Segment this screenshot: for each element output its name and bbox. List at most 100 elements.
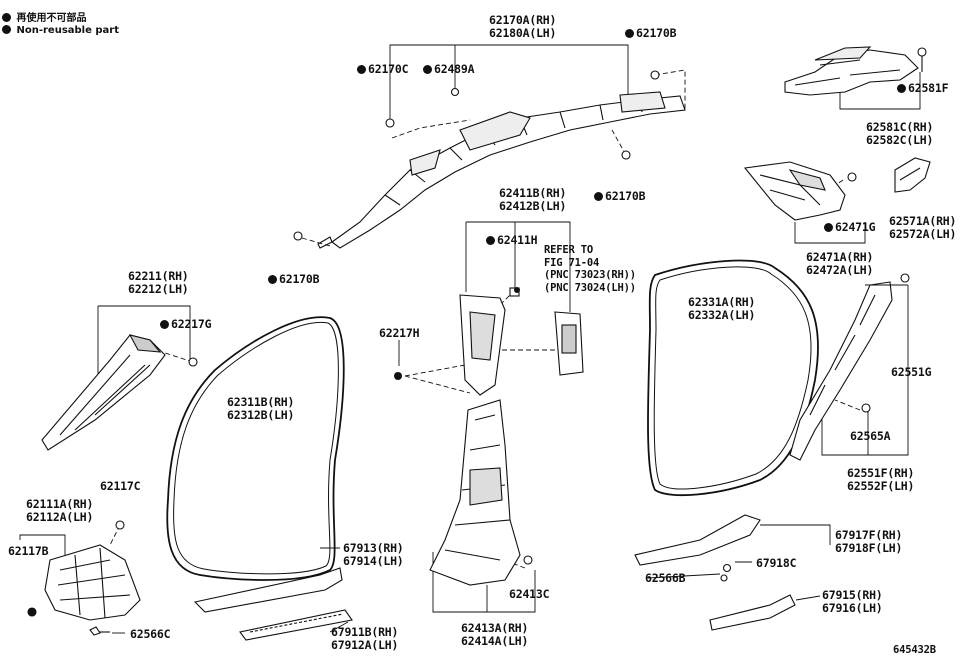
callout-62571A: 62571A(RH)62572A(LH) (889, 215, 956, 240)
callout-line: 62111A(RH) (26, 497, 94, 511)
callout-62413C: 62413C (509, 587, 550, 601)
callout-67918C: 67918C (756, 557, 797, 570)
small-cover-shape (894, 157, 931, 193)
callout-67911B: 67911B(RH)67912A(LH) (331, 626, 398, 651)
callout-62581C: 62581C(RH)62582C(LH) (866, 121, 933, 146)
callout-text: 62565A (850, 429, 891, 443)
legend-item-ja: 再使用不可部品 (2, 9, 86, 24)
callout-text: 62170B (636, 26, 677, 40)
callout-line: 67915(RH) (822, 588, 883, 602)
upper-garnish-shape (784, 46, 927, 96)
callout-text: 62581F (908, 81, 949, 95)
non-reusable-dot-icon (625, 29, 634, 38)
non-reusable-dot-icon (268, 275, 277, 284)
callout-62551G: 62551G (891, 365, 932, 379)
callout-62471G: 62471G (824, 221, 876, 234)
non-reusable-dot-icon (2, 25, 11, 34)
callout-62217H: 62217H (379, 326, 420, 340)
non-reusable-dot-icon (160, 320, 169, 329)
callout-line: 62180A(LH) (489, 25, 557, 40)
curtain-airbag-shape (293, 70, 686, 249)
non-reusable-dot-icon (486, 236, 495, 245)
callout-text: 62117B (8, 544, 49, 558)
callout-62566B: 62566B (645, 571, 686, 585)
callout-text: 62489A (434, 62, 475, 76)
callout-line: 62551F(RH) (847, 466, 915, 480)
callout-line: 62414A(LH) (461, 633, 529, 648)
callout-62117C: 62117C (100, 479, 141, 493)
callout-62170B-top: 62170B (625, 26, 677, 40)
callout-62551F: 62551F(RH)62552F(LH) (847, 467, 914, 492)
callout-62111A: 62111A(RH)62112A(LH) (26, 498, 93, 523)
callout-line: 62572A(LH) (889, 226, 957, 241)
non-reusable-dot-icon (897, 84, 906, 93)
pillar-upper-garnish-shape (459, 287, 584, 396)
callout-line: 62411B(RH) (499, 186, 567, 200)
callout-line: 67912A(LH) (331, 637, 399, 652)
callout-62331A: 62331A(RH)62332A(LH) (688, 296, 755, 321)
callout-line: 62571A(RH) (889, 214, 957, 228)
callout-line: 67917F(RH) (835, 528, 903, 542)
front-weatherstrip-shape (166, 316, 345, 581)
callout-62566C: 62566C (130, 628, 171, 641)
callout-text: 62117C (100, 479, 141, 493)
legend-text-en: Non-reusable part (16, 25, 119, 36)
callout-62581F: 62581F (897, 81, 949, 95)
callout-62311B: 62311B(RH)62312B(LH) (227, 396, 294, 421)
callout-62489A: 62489A (423, 62, 475, 76)
clip-markers (394, 287, 520, 380)
callout-text: 62170C (368, 62, 409, 76)
callout-62413A: 62413A(RH)62414A(LH) (461, 622, 528, 647)
callout-62411B: 62411B(RH)62412B(LH) (499, 187, 566, 212)
callout-line: 62312B(LH) (227, 407, 295, 422)
callout-line: 62212(LH) (128, 281, 189, 296)
callout-text: 62551G (891, 365, 932, 379)
pillar-lower-garnish-shape (429, 399, 533, 586)
callout-62170B-left: 62170B (268, 272, 320, 286)
callout-text: 62413C (509, 587, 550, 601)
non-reusable-dot-icon (357, 65, 366, 74)
callout-line: 62412B(LH) (499, 198, 567, 213)
legend-item-en: Non-reusable part (2, 25, 119, 36)
callout-line: 62582C(LH) (866, 132, 934, 147)
callout-67913: 67913(RH)67914(LH) (343, 542, 404, 567)
callout-67917F: 67917F(RH)67918F(LH) (835, 529, 902, 554)
legend-text-ja: 再使用不可部品 (16, 13, 87, 24)
callout-line: 67918F(LH) (835, 540, 903, 555)
callout-67915: 67915(RH)67916(LH) (822, 589, 883, 614)
non-reusable-dot-icon (824, 223, 833, 232)
non-reusable-dot-icon (2, 13, 11, 22)
callout-line: 62413A(RH) (461, 621, 529, 635)
callout-text: 62566B (645, 571, 686, 585)
callout-62211: 62211(RH)62212(LH) (128, 270, 189, 295)
callout-text: 62170B (279, 272, 320, 286)
callout-text: 62411H (497, 233, 538, 247)
callout-line: 62112A(LH) (26, 509, 94, 524)
callout-62117B: 62117B (8, 544, 49, 558)
callout-line: 67916(LH) (822, 600, 883, 615)
callout-62170C: 62170C (357, 62, 409, 76)
refer-line: (PNC 73024(LH)) (544, 281, 636, 294)
callout-line: 62211(RH) (128, 269, 189, 283)
non-reusable-dot-icon (594, 192, 603, 201)
callout-text: 62217G (171, 317, 212, 331)
callout-line: 62581C(RH) (866, 120, 934, 134)
callout-62471A: 62471A(RH)62472A(LH) (806, 251, 873, 276)
refer-line: REFER TO (544, 244, 593, 256)
leader-lines (19, 44, 921, 613)
figure-id-text: 645432B (893, 644, 936, 656)
callout-line: 62472A(LH) (806, 262, 874, 277)
refer-line: (PNC 73023(RH)) (544, 269, 636, 281)
callout-text: 62170B (605, 189, 646, 203)
callout-line: 62552F(LH) (847, 478, 915, 493)
callout-line: 67914(LH) (343, 553, 404, 568)
quarter-trim-shape (743, 161, 857, 221)
scuff-plate-shapes (193, 514, 796, 641)
rear-weatherstrip-shape (647, 259, 819, 497)
callout-text: 62217H (379, 326, 420, 340)
callout-line: 62311B(RH) (227, 395, 295, 409)
front-pillar-garnish-shape (41, 334, 198, 451)
